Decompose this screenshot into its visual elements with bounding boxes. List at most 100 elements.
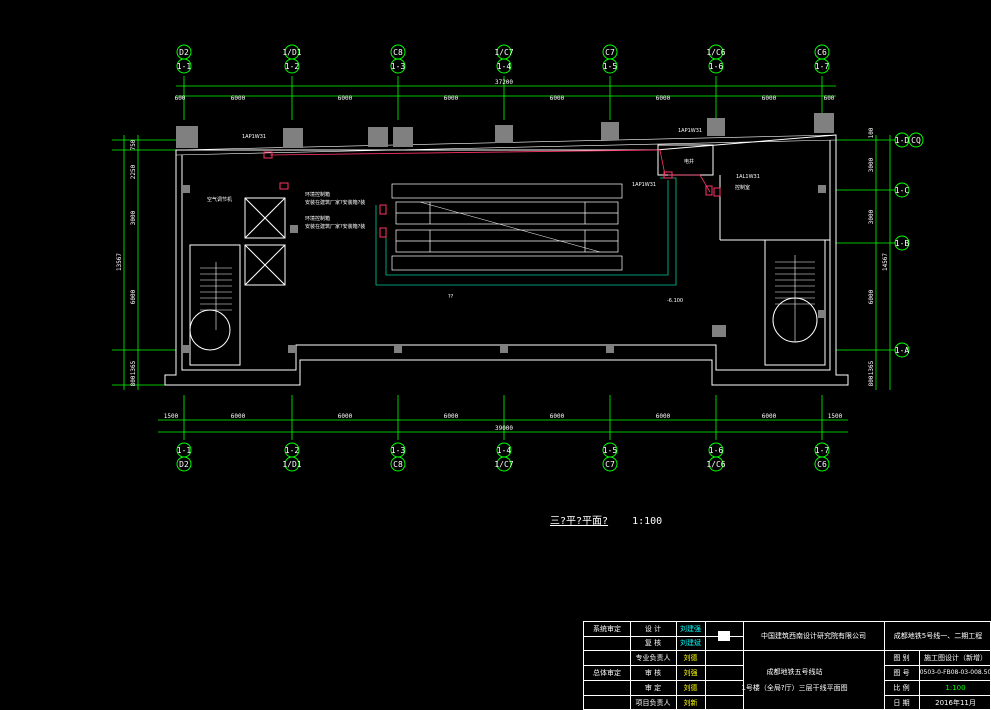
axis-top-bubble-1-lower bbox=[284, 58, 300, 74]
axis-top-label-0-lower: 1-1 bbox=[177, 62, 192, 71]
axis-bottom-bubble-0-lower bbox=[176, 456, 192, 472]
axis-right-label-4: 1-A bbox=[895, 346, 910, 355]
axis-top-label-1-lower: 1-2 bbox=[285, 62, 300, 71]
axis-top-label-4-upper: C7 bbox=[605, 48, 615, 57]
axis-bottom-bubble-3-lower bbox=[496, 456, 512, 472]
axis-top-bubble-6-lower bbox=[814, 58, 830, 74]
axis-top-bubble-5-lower bbox=[708, 58, 724, 74]
axis-bottom-label-3-upper: 1-4 bbox=[497, 446, 512, 455]
plan-labels: 1AP1W31 1AP1W31 1AP1W31 1AL1W31 环境控制箱 安装… bbox=[207, 128, 760, 304]
tb-design-label: 设 计 bbox=[644, 625, 662, 633]
electrical-panels bbox=[263, 151, 721, 238]
dim-bottom-6: 6000 bbox=[762, 413, 777, 420]
dim-bottom-0: 1500 bbox=[164, 413, 179, 420]
dim-right-overall: 14567 bbox=[882, 253, 889, 271]
dimension-lines bbox=[112, 76, 896, 440]
dim-top-3: 6000 bbox=[444, 95, 459, 102]
axis-bottom-label-0-upper: 1-1 bbox=[177, 446, 192, 455]
axis-top-bubble-0-lower bbox=[176, 58, 192, 74]
title-block: 系统审定 设 计 刘建强 复 核 刘建斌 专业负责人 刘德 总体审定 审 核 刘… bbox=[583, 621, 991, 710]
axis-top-label-6-lower: 1-7 bbox=[815, 62, 830, 71]
dim-bottom-7: 1500 bbox=[828, 413, 843, 420]
tb-check-label: 复 核 bbox=[644, 639, 662, 647]
dim-left-3: 6000 bbox=[130, 289, 137, 304]
axis-top-label-2-lower: 1-3 bbox=[391, 62, 406, 71]
dim-left-4: 1365 bbox=[130, 360, 137, 375]
cable-routes bbox=[269, 149, 711, 286]
axis-top-label-5-upper: 1/C6 bbox=[706, 48, 725, 57]
dim-left-2: 3000 bbox=[130, 210, 137, 225]
tb-design-value: 刘建强 bbox=[680, 625, 701, 633]
axis-bottom-label-1-upper: 1-2 bbox=[285, 446, 300, 455]
panel-label-1: 1AP1W31 bbox=[242, 134, 266, 140]
company-logo bbox=[705, 622, 743, 650]
equip-label-2: 环境控制箱 bbox=[305, 215, 330, 222]
level-label: -6.100 bbox=[667, 298, 683, 304]
dim-right-0: 100 bbox=[868, 127, 875, 138]
dim-top-overall: 37200 bbox=[495, 79, 513, 86]
tb-approve-value: 刘德 bbox=[683, 683, 698, 692]
dim-top-7: 600 bbox=[824, 95, 835, 102]
dim-top-5: 6000 bbox=[656, 95, 671, 102]
equip-label-1b: 安装在建筑厂家?安装箱?装 bbox=[305, 199, 365, 206]
axis-top-label-4-lower: 1-5 bbox=[603, 62, 618, 71]
axis-bottom-label-5-upper: 1-6 bbox=[709, 446, 724, 455]
dim-top-0: 600 bbox=[175, 95, 186, 102]
axis-bubbles-bottom: 1-1D21-21/D11-3C81-41/C71-5C71-61/C61-7C… bbox=[176, 442, 830, 472]
room-label-small: 电井 bbox=[684, 158, 694, 165]
tb-stage-value: 施工图设计（新增） bbox=[924, 653, 987, 662]
dim-right-1: 3000 bbox=[868, 157, 875, 172]
stair-treads bbox=[200, 255, 815, 342]
tb-project: 成都地铁5号线一、二期工程 bbox=[893, 632, 983, 640]
tb-overall-review: 总体审定 bbox=[593, 668, 621, 677]
tb-approve-label: 审 定 bbox=[644, 683, 662, 692]
dim-top-1: 6000 bbox=[231, 95, 246, 102]
tb-check-value: 刘建斌 bbox=[680, 639, 701, 647]
axis-right-label-0: 1-D bbox=[895, 136, 910, 145]
axis-bottom-bubble-1-lower bbox=[284, 456, 300, 472]
dim-top-6: 6000 bbox=[762, 95, 777, 102]
tb-scale-value: 1:100 bbox=[945, 683, 966, 692]
axis-bottom-label-6-upper: 1-7 bbox=[815, 446, 830, 455]
tb-drawing-name-2: 1号楼（全局?厅）三层干线平面图 bbox=[741, 684, 848, 692]
axis-bottom-label-3-lower: 1/C7 bbox=[494, 460, 513, 469]
axis-bottom-label-4-upper: 1-5 bbox=[603, 446, 618, 455]
dim-bottom-4: 6000 bbox=[550, 413, 565, 420]
axis-bubbles-top: D21-11/D11-2C81-31/C71-4C71-51/C61-6C61-… bbox=[176, 44, 830, 74]
tb-scale-label: 比 例 bbox=[893, 683, 910, 692]
tb-lead-label: 专业负责人 bbox=[635, 653, 671, 662]
axis-bottom-label-4-lower: C7 bbox=[605, 460, 615, 469]
dim-bottom-overall: 39000 bbox=[495, 425, 513, 432]
dim-bottom-5: 6000 bbox=[656, 413, 671, 420]
axis-right-label-1: CQ bbox=[911, 136, 921, 145]
axis-top-label-0-upper: D2 bbox=[179, 48, 189, 57]
axis-bottom-bubble-6-lower bbox=[814, 456, 830, 472]
axis-top-bubble-4-lower bbox=[602, 58, 618, 74]
structural-columns bbox=[176, 113, 834, 353]
dim-right-5: 800 bbox=[868, 375, 875, 386]
tb-company: 中国建筑西南设计研究院有限公司 bbox=[761, 632, 866, 640]
tb-stage-label: 图 别 bbox=[893, 653, 910, 662]
equip-label-1: 环境控制箱 bbox=[305, 191, 330, 198]
tb-drawing-name: 成都地铁五号线站 1号楼（全局?厅）三层干线平面图 bbox=[705, 650, 884, 710]
tb-drawing-name-1: 成都地铁五号线站 bbox=[766, 668, 823, 676]
panel-label-4: 1AL1W31 bbox=[736, 174, 760, 180]
dim-right-2: 3000 bbox=[868, 209, 875, 224]
tb-date-value: 2016年11月 bbox=[935, 698, 976, 707]
drawing-scale: 1:100 bbox=[632, 516, 663, 527]
dim-right-3: 6000 bbox=[868, 289, 875, 304]
axis-bottom-label-2-upper: 1-3 bbox=[391, 446, 406, 455]
room-label-right: 控制室 bbox=[735, 184, 750, 191]
axis-bottom-bubble-2-lower bbox=[390, 456, 406, 472]
axis-top-label-3-lower: 1-4 bbox=[497, 62, 512, 71]
axis-top-label-3-upper: 1/C7 bbox=[494, 48, 513, 57]
axis-bottom-label-6-lower: C6 bbox=[817, 460, 827, 469]
escalators bbox=[391, 183, 623, 271]
dim-bottom-2: 6000 bbox=[338, 413, 353, 420]
drawing-caption: 三?平?平面? 1:100 bbox=[550, 512, 662, 527]
tb-lead-value: 刘德 bbox=[683, 653, 698, 662]
dim-left-0: 750 bbox=[130, 139, 137, 150]
axis-bottom-bubble-5-lower bbox=[708, 456, 724, 472]
tb-date-label: 日 期 bbox=[893, 698, 910, 707]
axis-bottom-label-0-lower: D2 bbox=[179, 460, 189, 469]
